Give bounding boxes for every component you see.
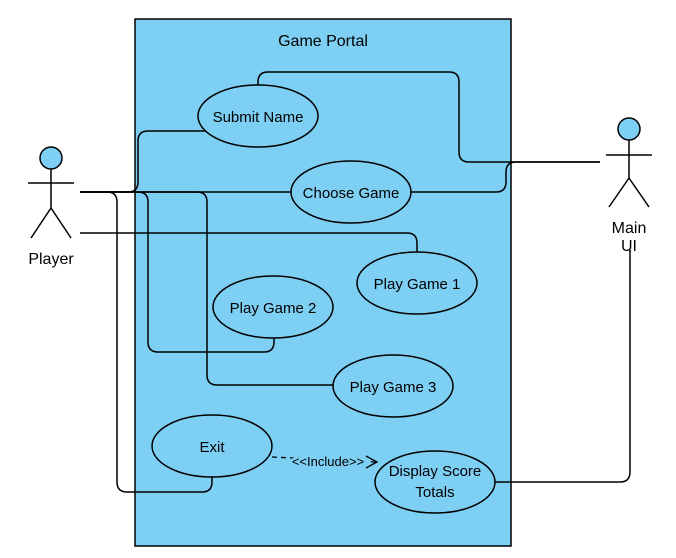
use-case-choose-game-label: Choose Game bbox=[303, 185, 400, 202]
connector-submit-name-main-ui[interactable] bbox=[257, 71, 600, 163]
connector-display-score-main-ui[interactable] bbox=[495, 250, 631, 483]
actor-main-ui-label-2: UI bbox=[621, 238, 637, 255]
connectors bbox=[80, 71, 631, 493]
actor-main-ui-head-icon bbox=[617, 117, 641, 141]
use-case-play-game-2-label: Play Game 2 bbox=[230, 300, 317, 317]
connector-player-play-game-2[interactable] bbox=[80, 191, 275, 353]
use-case-submit-name-label: Submit Name bbox=[213, 109, 304, 126]
use-case-display-score-totals[interactable]: Display Score Totals bbox=[374, 450, 496, 514]
actor-player-label: Player bbox=[28, 251, 74, 268]
connector-choose-game-main-ui[interactable] bbox=[410, 161, 600, 193]
use-case-play-game-3[interactable]: Play Game 3 bbox=[332, 354, 454, 418]
actor-main-ui-label-1: Main bbox=[612, 220, 647, 237]
actor-player[interactable] bbox=[28, 146, 74, 239]
use-case-display-score-totals-label-2: Totals bbox=[415, 484, 454, 501]
actor-main-ui[interactable] bbox=[606, 117, 652, 208]
use-case-play-game-2[interactable]: Play Game 2 bbox=[212, 275, 334, 339]
use-case-play-game-3-label: Play Game 3 bbox=[350, 379, 437, 396]
use-case-choose-game[interactable]: Choose Game bbox=[290, 160, 412, 224]
connector-player-exit[interactable] bbox=[80, 191, 213, 493]
include-label: <<Include>> bbox=[292, 454, 364, 469]
use-case-submit-name[interactable]: Submit Name bbox=[197, 84, 319, 148]
use-case-exit-label: Exit bbox=[199, 439, 225, 456]
use-case-display-score-totals-label-1: Display Score bbox=[389, 463, 482, 480]
connector-player-play-game-1[interactable] bbox=[80, 232, 418, 262]
include-relationship[interactable]: <<Include>> bbox=[271, 452, 379, 472]
use-case-exit[interactable]: Exit bbox=[151, 414, 273, 478]
connector-player-play-game-3[interactable] bbox=[80, 191, 333, 386]
include-arrowhead bbox=[365, 455, 379, 469]
system-title: Game Portal bbox=[278, 33, 368, 50]
actor-player-head-icon bbox=[39, 146, 63, 170]
use-case-play-game-1[interactable]: Play Game 1 bbox=[356, 251, 478, 315]
use-case-play-game-1-label: Play Game 1 bbox=[374, 276, 461, 293]
